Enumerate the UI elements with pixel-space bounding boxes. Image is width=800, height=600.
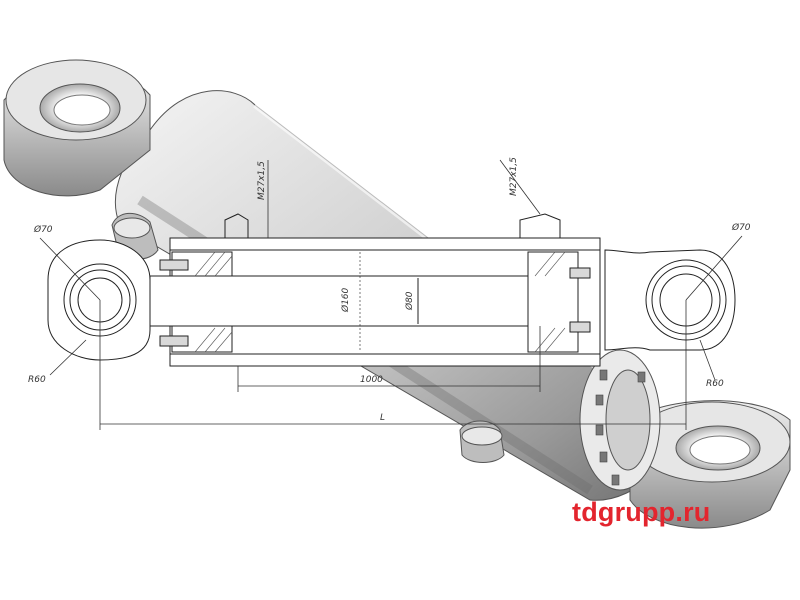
piston-diameter-label: Ø160 [340,287,351,313]
port-right-label: M27x1,5 [509,157,519,196]
end-flange-3d [579,349,661,491]
rear-eye-3d [3,59,151,197]
section-view [47,213,736,367]
right-eye-outer-label: R60 [706,379,724,389]
rod-eye-3d [629,400,791,529]
dimension-lines [39,159,743,430]
left-eye-outer-label: R60 [28,375,46,385]
watermark-text: tdgrupp.ru [572,497,711,527]
stroke-label: 1000 [360,375,383,385]
right-eye-bore-label: Ø70 [731,222,751,233]
length-label: L [380,413,385,423]
left-eye-bore-label: Ø70 [33,224,53,235]
rod-diameter-label: Ø80 [404,291,415,311]
port-left-label: M27x1,5 [257,161,267,200]
